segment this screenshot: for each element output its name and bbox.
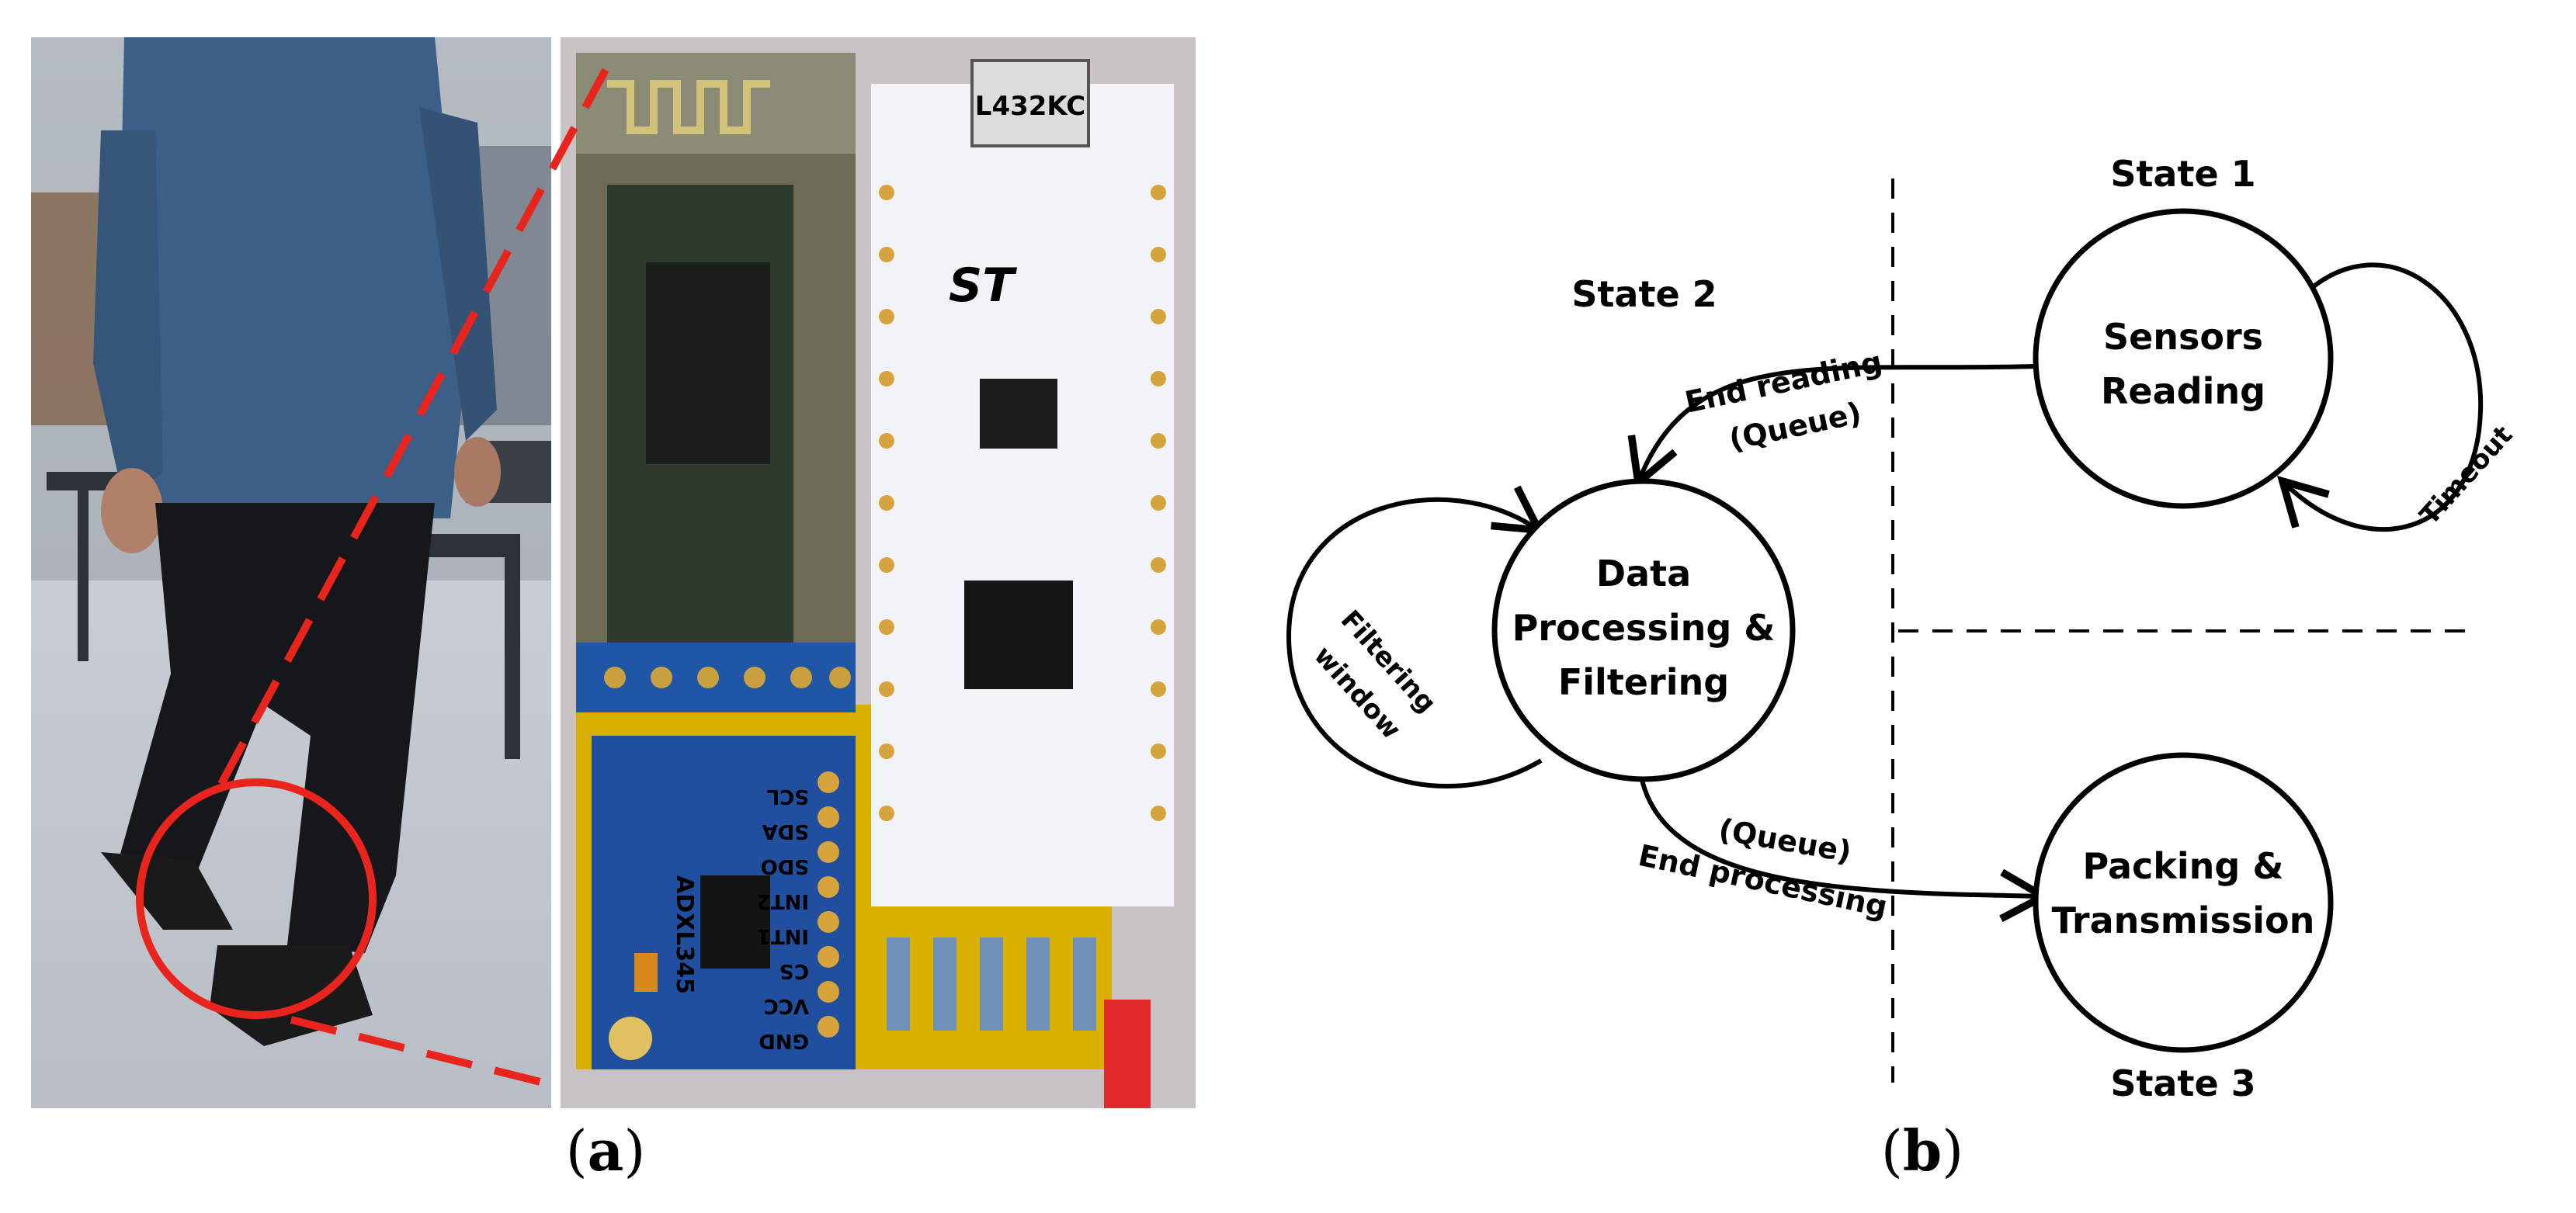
chip-label: L432KC	[975, 91, 1085, 122]
state3-circle	[2033, 752, 2334, 1053]
caption-b: (b)	[1845, 1118, 2000, 1184]
state1-line2: Reading	[2101, 370, 2265, 412]
state2-line1: Data	[1596, 553, 1691, 594]
timeout-loop-arrow	[2277, 262, 2484, 532]
end-processing-arrow	[1640, 779, 2051, 923]
state2-line2: Processing &	[1512, 607, 1776, 649]
pin-vcc: VCC	[764, 994, 809, 1017]
chip-label-box	[970, 59, 1090, 147]
walking-person-photo	[31, 37, 551, 1108]
caption-a-open: (	[565, 1118, 588, 1184]
st-logo: ST	[949, 258, 1017, 313]
pin-int2: INT2	[757, 889, 809, 913]
caption-b-open: (	[1880, 1118, 1903, 1184]
pin-gnd: GND	[759, 1029, 809, 1052]
caption-a-close: )	[623, 1118, 646, 1184]
state1-line1: Sensors	[2103, 316, 2263, 358]
walking-person-illustration	[31, 37, 551, 1108]
state2-circle	[1491, 478, 1796, 782]
state3-line1: Packing &	[2083, 845, 2284, 887]
state2-line3: Filtering	[1558, 661, 1729, 703]
state3-line2: Transmission	[2052, 899, 2315, 941]
end-reading-arrow	[1627, 364, 2035, 490]
sensor-board-photo: L432KC ST ADXL345 SCL SDA	[561, 37, 1196, 1108]
callout-line-bottom	[290, 1016, 561, 1090]
state1-title: State 1	[2110, 153, 2255, 195]
state3-title: State 3	[2110, 1062, 2255, 1104]
state2-title: State 2	[1571, 273, 1717, 315]
timeout-label: Timeout	[2414, 420, 2519, 532]
pin-sdo: SDO	[761, 854, 809, 878]
pin-scl: SCL	[767, 785, 809, 808]
pin-sda: SDA	[762, 820, 809, 843]
sensor-board-illustration: L432KC ST ADXL345 SCL SDA	[561, 37, 1196, 1108]
caption-b-close: )	[1942, 1118, 1964, 1184]
caption-a-letter: a	[587, 1118, 624, 1184]
sensor-label: ADXL345	[671, 875, 698, 994]
microcontroller-board	[871, 84, 1174, 906]
pin-int1: INT1	[757, 924, 809, 948]
caption-a: (a)	[528, 1118, 683, 1184]
state1-circle	[2033, 208, 2334, 509]
sensor-location-circle	[136, 778, 377, 1019]
filtering-loop-arrow	[1286, 485, 1546, 788]
pin-cs: CS	[779, 959, 809, 983]
caption-b-letter: b	[1902, 1118, 1942, 1184]
mcu-chip	[964, 581, 1073, 689]
